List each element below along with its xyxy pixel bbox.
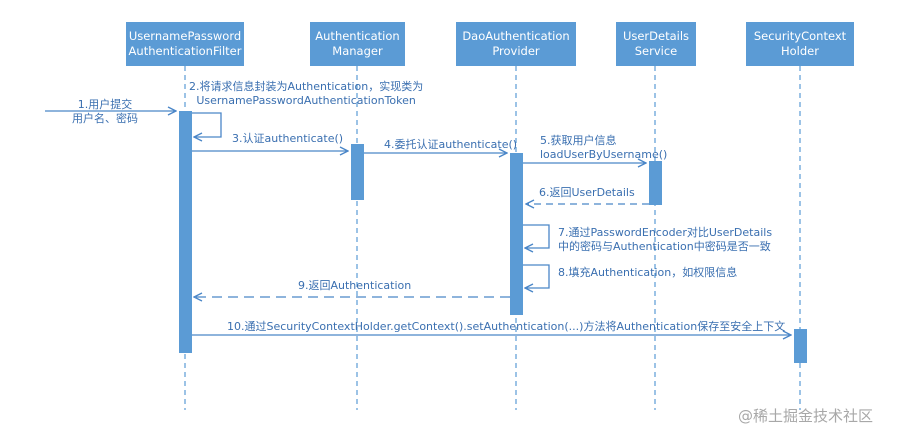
msg-8-label: 8.填充Authentication，如权限信息 — [558, 266, 738, 279]
msg-6-label: 6.返回UserDetails — [539, 186, 635, 199]
activation-provider — [510, 153, 523, 315]
participant-filter: UsernamePassword AuthenticationFilter — [126, 22, 244, 66]
participant-userdetails: UserDetails Service — [616, 22, 696, 66]
msg-7-arrow — [523, 224, 550, 248]
msg-5-label: 5.获取用户信息 loadUserByUsername() — [540, 134, 668, 161]
activation-filter — [179, 111, 192, 353]
msg-9-label: 9.返回Authentication — [298, 279, 412, 292]
activation-securitycontext — [794, 329, 807, 363]
activation-manager — [351, 144, 364, 200]
msg-7-label: 7.通过PasswordEncoder对比UserDetails 中的密码与Au… — [558, 226, 773, 253]
msg-10-label: 10.通过SecurityContextHolder.getContext().… — [227, 320, 786, 333]
participant-manager: Authentication Manager — [310, 22, 405, 66]
msg-1-label: 1.用户提交 用户名、密码 — [72, 98, 138, 125]
watermark: @稀土掘金技术社区 — [738, 407, 874, 425]
msg-2-label: 2.将请求信息封装为Authentication，实现类为 UsernamePa… — [189, 80, 424, 107]
msg-3-label: 3.认证authenticate() — [232, 132, 344, 145]
msg-4-label: 4.委托认证authenticate() — [384, 138, 518, 151]
msg-2-arrow — [192, 112, 222, 137]
activation-userdetails — [649, 161, 662, 205]
msg-8-arrow — [523, 264, 550, 288]
participant-securitycontext: SecurityContext Holder — [746, 22, 854, 66]
participant-provider: DaoAuthentication Provider — [456, 22, 576, 66]
